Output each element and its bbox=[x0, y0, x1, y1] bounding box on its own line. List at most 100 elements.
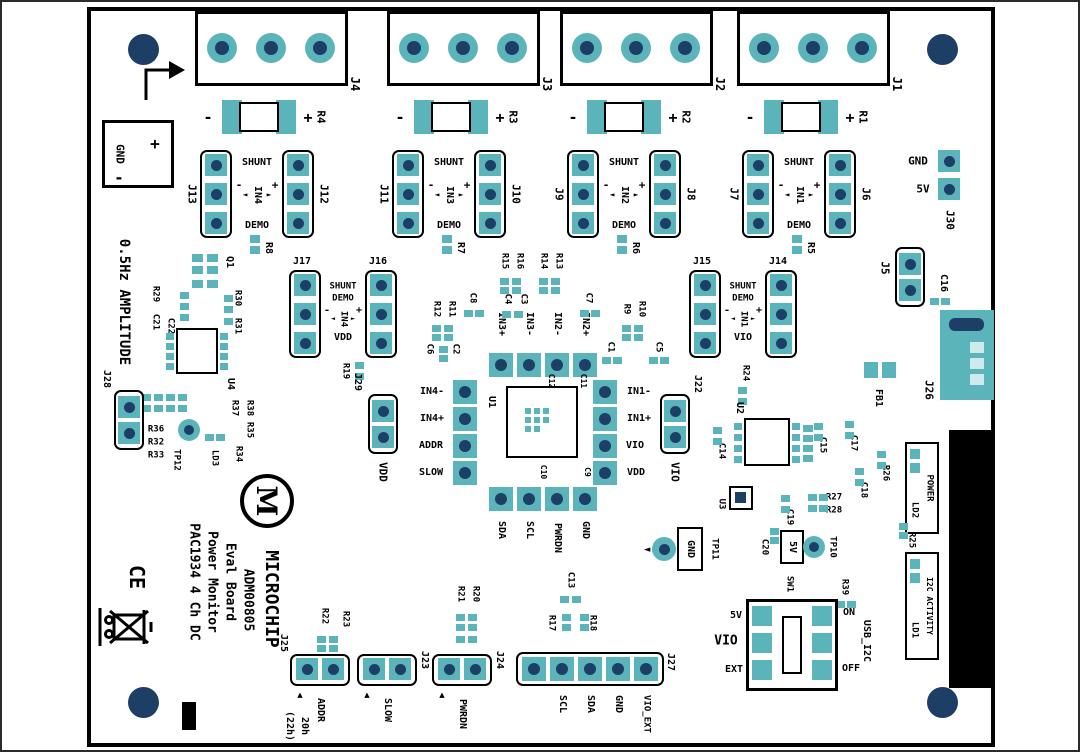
label-product-line1: PAC1934 4 Ch DC bbox=[186, 523, 202, 641]
u1-dot bbox=[534, 426, 540, 432]
black-mark bbox=[182, 702, 196, 730]
label-in1+: IN1+ bbox=[626, 413, 652, 424]
label-j27: J27 bbox=[665, 652, 676, 672]
label-in3-plus: + bbox=[463, 178, 471, 192]
resistor-r4 bbox=[222, 100, 296, 134]
label-r17: R17 bbox=[546, 614, 557, 632]
pad-r26-b bbox=[877, 462, 886, 469]
label-j16: J16 bbox=[368, 256, 388, 267]
pad-r7-a bbox=[442, 235, 452, 243]
label-product-line3: Eval Board bbox=[222, 542, 238, 622]
label-r12: R12 bbox=[431, 300, 442, 318]
pad-r2223-c bbox=[317, 645, 326, 652]
label-in4-: IN4- bbox=[419, 386, 445, 397]
label-r11: R11 bbox=[446, 300, 457, 318]
label-r10: R10 bbox=[636, 300, 647, 318]
pin1-arrow-j23-icon: ▲ bbox=[364, 690, 370, 701]
pad-u2-l4 bbox=[734, 456, 742, 463]
pad-l3 bbox=[180, 314, 189, 321]
pad-q1-e bbox=[192, 280, 203, 288]
sw1-actuator bbox=[782, 616, 802, 674]
pad-u4-l3 bbox=[166, 353, 174, 360]
label-shunt-2: SHUNT bbox=[433, 157, 465, 168]
label-j14: J14 bbox=[768, 256, 788, 267]
pad-u1-in4p bbox=[453, 407, 477, 431]
j26-pin-c bbox=[970, 374, 984, 385]
pad-r2120-c bbox=[456, 624, 465, 631]
pad-c19-b bbox=[781, 506, 790, 513]
pad-l5 bbox=[224, 306, 233, 313]
pad-u1-vio bbox=[593, 434, 617, 458]
pad-c18-a bbox=[855, 468, 864, 475]
label-u4: U4 bbox=[225, 377, 236, 391]
pad-r2223-d bbox=[329, 645, 338, 652]
terminal-block-j2 bbox=[560, 11, 713, 86]
pad-r27-b bbox=[808, 505, 817, 512]
pad-q1-f bbox=[207, 280, 218, 288]
pad-u1-in4m bbox=[453, 380, 477, 404]
label-c7: C7 bbox=[583, 292, 594, 304]
label-r39: R39 bbox=[839, 578, 850, 596]
label-c21: C21 bbox=[150, 313, 161, 331]
pad-c20-a bbox=[770, 528, 779, 535]
terminal-block-j3 bbox=[387, 11, 540, 86]
pad-r910-a bbox=[622, 325, 631, 332]
label-u3: U3 bbox=[716, 498, 727, 510]
label-in1-minus-2: - bbox=[723, 305, 731, 316]
label-j23: J23 bbox=[419, 650, 430, 670]
pad-c7-b bbox=[591, 310, 600, 317]
label-demo-3: DEMO bbox=[611, 220, 637, 231]
label-gnd-pin: GND bbox=[580, 520, 591, 540]
label-c1: C1 bbox=[605, 341, 616, 353]
label-ld2: LD2 bbox=[909, 501, 920, 519]
pad-j30-5v bbox=[938, 178, 960, 200]
label-j11: J11 bbox=[377, 184, 391, 204]
pad-r17-a bbox=[562, 614, 571, 621]
polarity-arrow-icon bbox=[144, 61, 185, 100]
label-tp10-5v: 5V bbox=[787, 540, 798, 554]
j26-slot bbox=[949, 318, 984, 331]
pad-r1413-b bbox=[551, 278, 560, 285]
label-i2c-activity: I2C ACTIVITY bbox=[925, 577, 934, 635]
label-amplitude: 0.5Hz AMPLITUDE bbox=[116, 238, 132, 366]
label-r4-minus: - bbox=[203, 108, 213, 127]
label-j6: J6 bbox=[859, 187, 873, 201]
pad-c15-b bbox=[814, 434, 823, 441]
header-j23 bbox=[357, 654, 417, 686]
label-shunt-j15: SHUNT bbox=[729, 281, 757, 292]
pad-r1413-a bbox=[539, 278, 548, 285]
header-j8 bbox=[649, 150, 681, 238]
label-vdd-j16: VDD bbox=[333, 332, 353, 343]
pad-ld2-a bbox=[910, 449, 920, 459]
label-c11: C11 bbox=[579, 373, 588, 389]
arrow-left-in3-icon: ◄ bbox=[434, 190, 440, 199]
label-part-number: ADM00805 bbox=[240, 568, 256, 632]
label-r22: R22 bbox=[319, 607, 330, 625]
label-in1: IN1 bbox=[794, 185, 805, 205]
resistor-r3 bbox=[414, 100, 488, 134]
pad-u1-vdd bbox=[593, 461, 617, 485]
label-slow: SLOW bbox=[382, 697, 393, 723]
pad-l14 bbox=[178, 405, 187, 412]
label-r28: R28 bbox=[825, 505, 843, 516]
pad-r2223-a bbox=[317, 636, 326, 643]
pad-c62-b bbox=[439, 355, 448, 362]
label-j7: J7 bbox=[727, 187, 741, 201]
label-in4-plus-2: + bbox=[355, 305, 363, 316]
pad-c17-b bbox=[845, 432, 854, 439]
label-power-plus: + bbox=[150, 134, 160, 153]
label-r2-plus: + bbox=[668, 108, 678, 127]
label-r3-plus: + bbox=[495, 108, 505, 127]
header-j25 bbox=[290, 654, 350, 686]
u1-dot bbox=[525, 408, 531, 414]
label-vio-j22: VIO bbox=[668, 462, 682, 482]
tp11-arrow-icon: ◄ bbox=[643, 542, 651, 556]
label-in4: IN4 bbox=[252, 185, 263, 205]
label-r32: R32 bbox=[147, 437, 165, 448]
label-c16: C16 bbox=[938, 273, 949, 293]
testpoint-tp11 bbox=[652, 537, 676, 561]
pad-l11 bbox=[142, 405, 151, 412]
pad-u4-r3 bbox=[220, 353, 228, 360]
label-r9: R9 bbox=[621, 303, 632, 315]
header-j29 bbox=[368, 394, 398, 454]
